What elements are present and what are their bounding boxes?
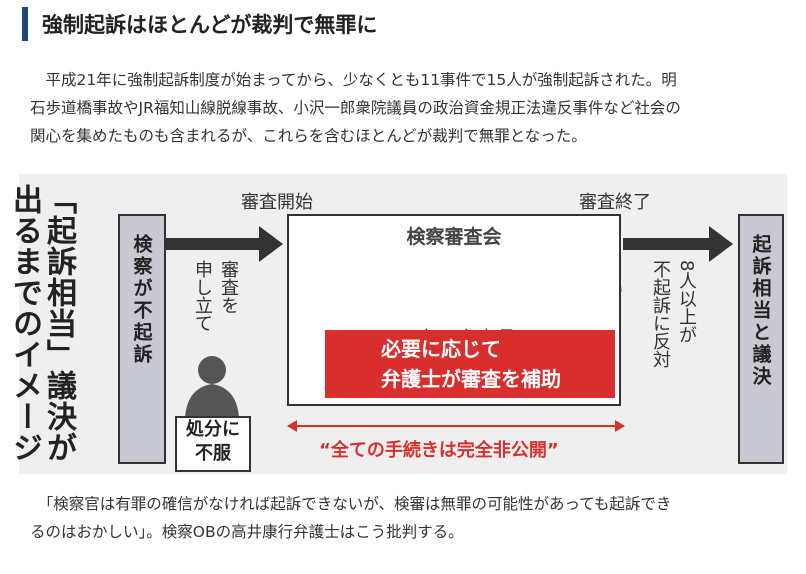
end-arrow: [623, 226, 733, 262]
figure-title-line-2: 出るまでのイメージ: [7, 184, 42, 463]
article-paragraph-2: 「検察官は有罪の確信がなければ起訴できないが、検審は無罪の可能性があっても起訴で…: [30, 490, 786, 546]
start-arrow: [164, 226, 283, 262]
heading-accent-bar: [22, 7, 28, 41]
application-label-col1: 審査を: [218, 260, 239, 314]
lawyer-support-line-1: 必要に応じて: [381, 337, 501, 361]
paragraph-line: るのはおかしい」。検察OBの高井康行弁護士はこう批判する。: [30, 523, 464, 541]
application-label-col2: 申し立て: [192, 260, 213, 332]
start-label: 審査開始: [241, 192, 313, 213]
paragraph-line: 関心を集めたものも含まれるが、これらを含むほとんどが裁判で無罪となった。: [30, 127, 587, 145]
nonpublic-note: “全ての手続きは完全非公開”: [319, 440, 559, 461]
vote-label-col1: 8人以上が: [676, 260, 697, 344]
complaint-line-2: 不服: [195, 443, 231, 464]
infographic: 「起訴相当」議決が 出るまでのイメージ 検察が不起訴 審査開始 審査終了 審査を…: [7, 174, 787, 474]
lawyer-support-text: 必要に応じて 弁護士が審査を補助: [381, 334, 561, 394]
complaint-line-1: 処分に: [186, 419, 240, 440]
prosecution-box: 検察が不起訴: [118, 214, 166, 464]
lawyer-support-box: 必要に応じて 弁護士が審査を補助: [325, 330, 615, 398]
nonpublic-bracket: [287, 420, 625, 432]
prosecution-label: 検察が不起訴: [130, 234, 153, 366]
complaint-box: 処分に 不服: [175, 416, 251, 472]
lawyer-support-line-2: 弁護士が審査を補助: [381, 367, 561, 391]
vote-label-col2: 不起訴に反対: [650, 260, 671, 368]
figure-title-line-1: 「起訴相当」議決が: [41, 184, 76, 463]
indictment-resolution-box: 起訴相当と議決: [738, 214, 784, 464]
indictment-resolution-label: 起訴相当と議決: [749, 234, 772, 388]
committee-title: 検察審査会: [406, 226, 502, 248]
end-label: 審査終了: [579, 192, 651, 213]
paragraph-line: 「検察官は有罪の確信がなければ起訴できないが、検審は無罪の可能性があっても起訴で…: [30, 495, 672, 513]
paragraph-line: 石歩道橋事故やJR福知山線脱線事故、小沢一郎衆院議員の政治資金規正法違反事件など…: [30, 99, 681, 117]
article-paragraph-1: 平成21年に強制起訴制度が始まってから、少なくとも11事件で15人が強制起訴され…: [30, 66, 786, 150]
section-heading: 強制起訴はほとんどが裁判で無罪に: [22, 6, 782, 42]
heading-title: 強制起訴はほとんどが裁判で無罪に: [42, 13, 378, 37]
paragraph-line: 平成21年に強制起訴制度が始まってから、少なくとも11事件で15人が強制起訴され…: [30, 71, 677, 89]
complainant-icon: [185, 356, 239, 418]
